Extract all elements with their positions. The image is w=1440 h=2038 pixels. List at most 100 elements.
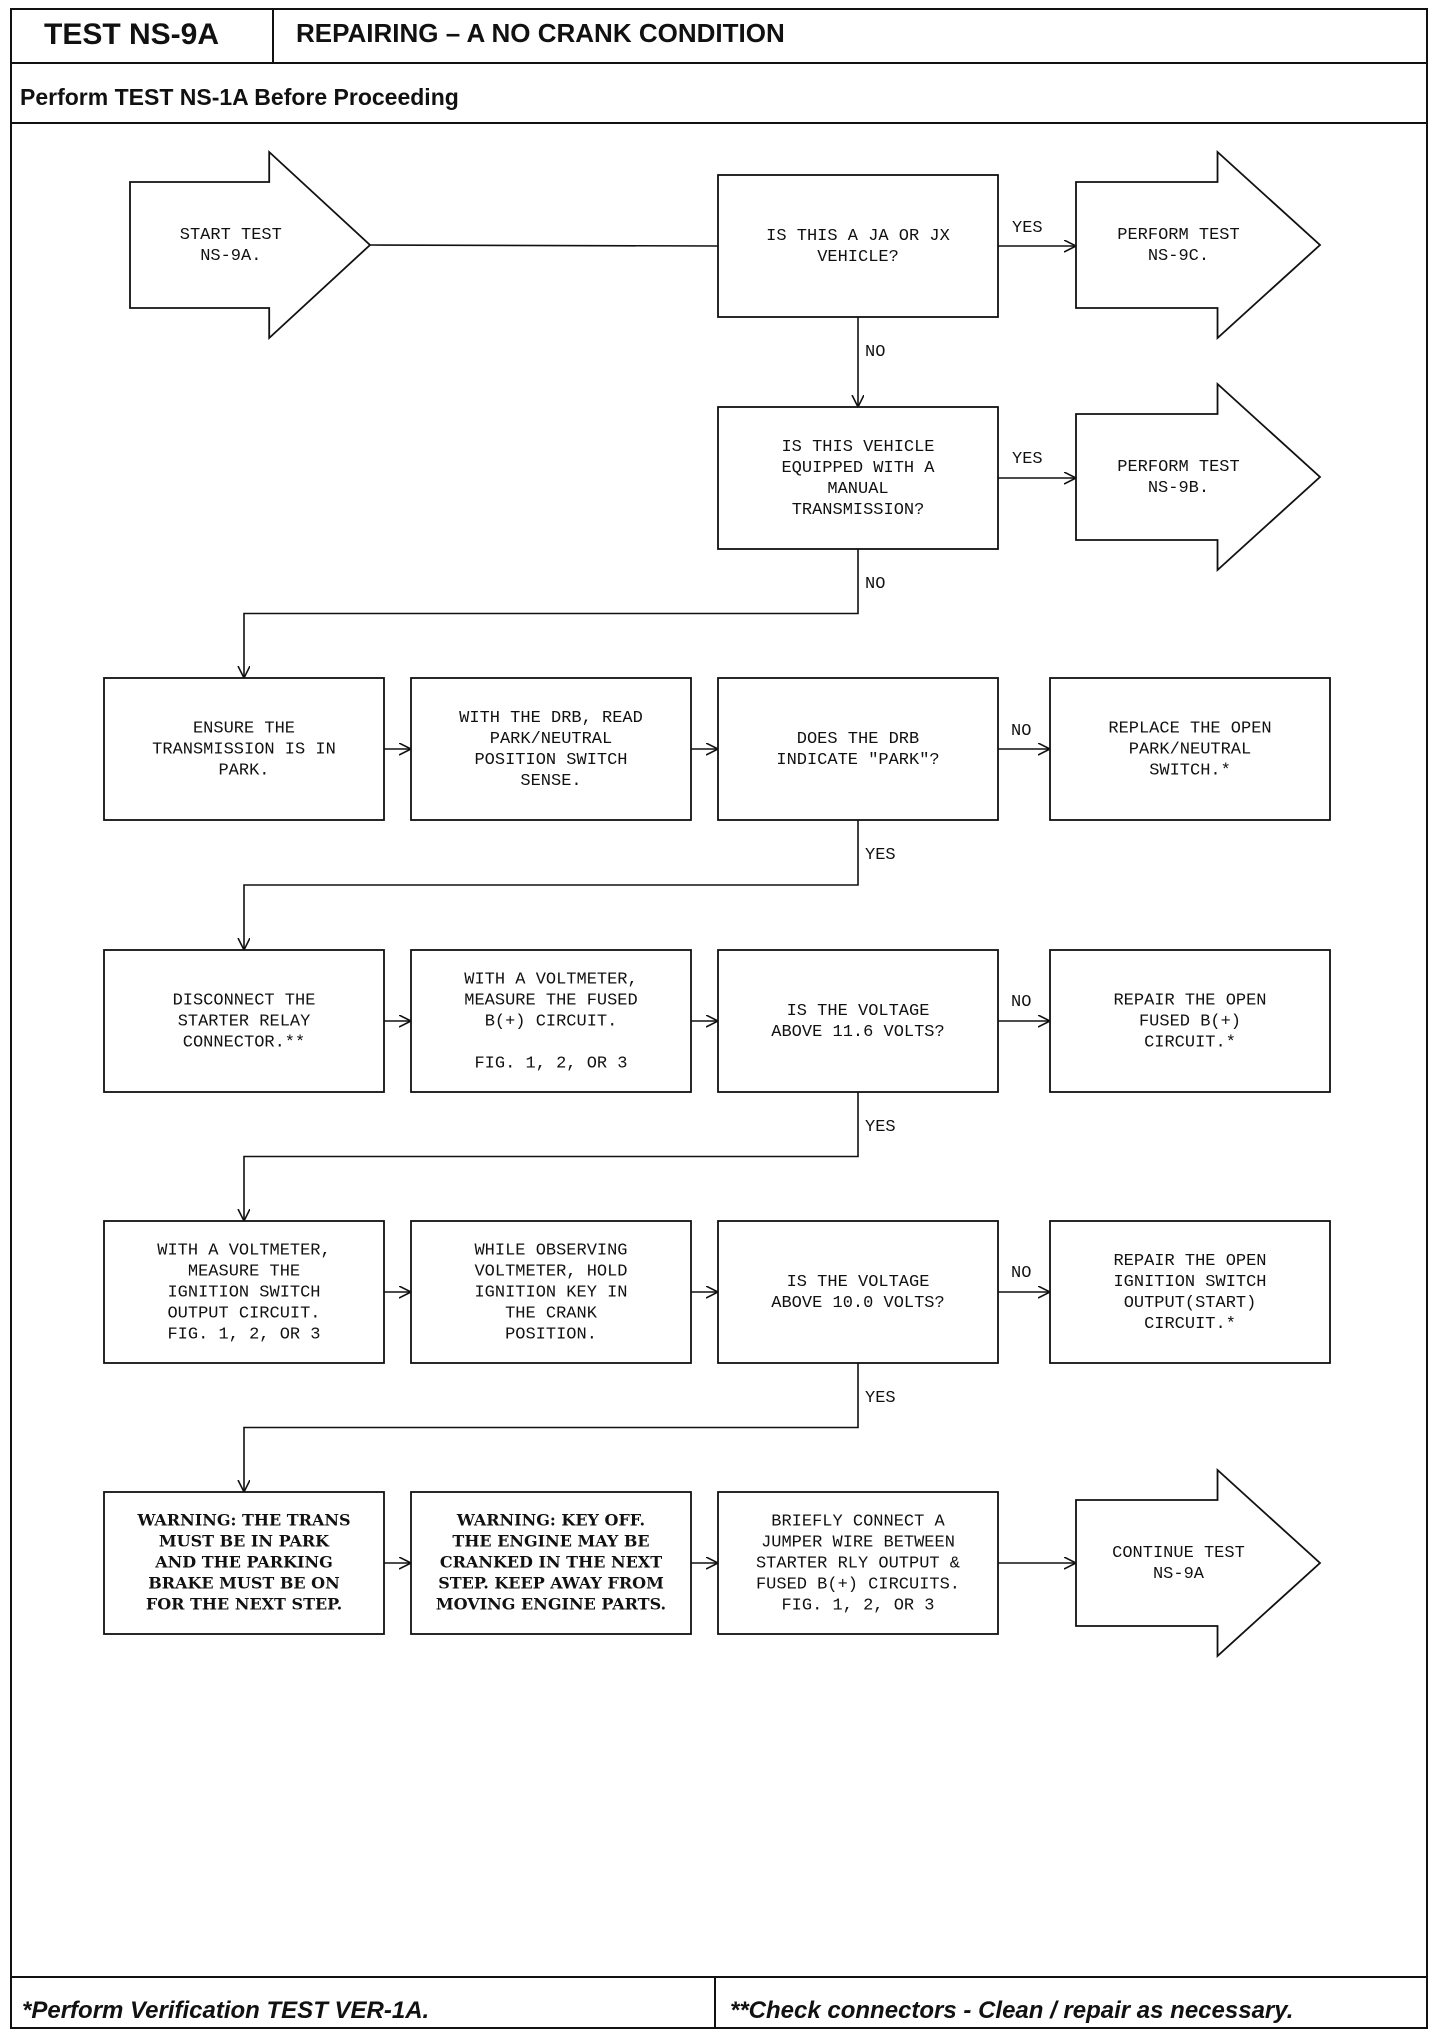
flow-node-text: ENSURE THE: [193, 720, 295, 739]
flow-node-text: STARTER RLY OUTPUT &: [756, 1555, 960, 1574]
process-box: [410, 677, 692, 821]
flow-node-text: IS THIS A JA OR JX: [766, 227, 950, 246]
flow-node-text: CONNECTOR.**: [183, 1034, 305, 1053]
connector-r5-yes: [244, 1363, 859, 1492]
flow-node-text: PERFORM TEST: [1117, 458, 1239, 477]
flow-node-text: SWITCH.*: [1149, 762, 1231, 781]
flow-node-text: WITH A VOLTMETER,: [157, 1242, 330, 1261]
process-box: [410, 1491, 692, 1635]
header-divider: [10, 62, 1428, 64]
arrow-shape: [1075, 381, 1322, 573]
branch-label-r5_no: NO: [1011, 1264, 1031, 1283]
connector-r4-yes: [244, 1092, 859, 1221]
flow-node-text: VEHICLE?: [817, 248, 899, 267]
prerequisite-note: Perform TEST NS-1A Before Proceeding: [20, 84, 459, 110]
flow-node-text: WITH A VOLTMETER,: [464, 971, 637, 990]
process-box: [1049, 1220, 1331, 1364]
flow-node-text: THE ENGINE MAY BE: [452, 1532, 649, 1551]
connector-r3-yes: [244, 820, 859, 950]
flow-node-text: ABOVE 11.6 VOLTS?: [771, 1023, 944, 1042]
flow-node-text: MEASURE THE FUSED: [464, 992, 637, 1011]
prerequisite-divider: [10, 122, 1428, 124]
branch-label-r3_no: NO: [1011, 722, 1031, 741]
flow-node-text: STARTER RELAY: [178, 1013, 311, 1032]
flow-node-text: CIRCUIT.*: [1144, 1034, 1236, 1053]
flow-node-text: INDICATE "PARK"?: [776, 751, 939, 770]
flow-node-text: FIG. 1, 2, OR 3: [474, 1055, 627, 1074]
flow-node-r5a: WITH A VOLTMETER, MEASURE THE IGNITION SWI…: [103, 1220, 385, 1364]
flow-node-text: POSITION.: [505, 1326, 597, 1345]
process-box: [410, 1220, 692, 1364]
flow-node-text: IGNITION SWITCH: [1113, 1273, 1266, 1292]
process-box: [717, 677, 999, 821]
flow-node-text: MEASURE THE: [188, 1263, 300, 1282]
flow-node-text: IGNITION KEY IN: [474, 1284, 627, 1303]
flow-node-text: FUSED B(+): [1139, 1013, 1241, 1032]
process-box: [717, 1491, 999, 1635]
flow-node-r6c: BRIEFLY CONNECT A JUMPER WIRE BETWEEN STAR…: [717, 1491, 999, 1635]
flow-node-text: CIRCUIT.*: [1144, 1315, 1236, 1334]
flow-node-q1: IS THIS A JA OR JX VEHICLE?: [717, 174, 999, 318]
flow-node-text: BRIEFLY CONNECT A: [771, 1513, 945, 1532]
process-box: [717, 174, 999, 318]
flow-node-text: B(+) CIRCUIT.: [485, 1013, 618, 1032]
arrow-shape: [1075, 149, 1322, 341]
flow-node-text: WARNING: KEY OFF.: [456, 1511, 645, 1530]
flow-node-text: EQUIPPED WITH A: [781, 459, 935, 478]
page-frame: [10, 8, 1428, 2029]
flow-node-text: DOES THE DRB: [797, 730, 919, 749]
process-box: [103, 1491, 385, 1635]
flow-node-text: REPLACE THE OPEN: [1108, 720, 1271, 739]
flow-node-text: FOR THE NEXT STEP.: [146, 1595, 342, 1614]
header-vertical-divider: [272, 8, 274, 64]
flow-node-text: NS-9C.: [1148, 247, 1209, 266]
branch-label-r3_yes: YES: [865, 846, 896, 865]
arrow-shape: [1075, 1467, 1322, 1659]
flow-node-text: WITH THE DRB, READ: [459, 709, 643, 728]
flow-node-text: START TEST: [180, 226, 282, 245]
flow-node-text: VOLTMETER, HOLD: [474, 1263, 627, 1282]
flow-node-text: MUST BE IN PARK: [159, 1532, 330, 1551]
branch-label-r5_yes: YES: [865, 1389, 896, 1408]
flow-node-text: WARNING: THE TRANS: [136, 1511, 350, 1530]
flow-node-text: WHILE OBSERVING: [474, 1242, 627, 1261]
process-box: [103, 677, 385, 821]
flow-node-text: FUSED B(+) CIRCUITS.: [756, 1576, 960, 1595]
flow-node-text: MANUAL: [827, 480, 888, 499]
flow-node-text: PERFORM TEST: [1117, 226, 1239, 245]
footer-vertical-divider: [714, 1976, 716, 2029]
test-id: TEST NS-9A: [44, 18, 220, 51]
flow-node-r5c: IS THE VOLTAGE ABOVE 10.0 VOLTS?: [717, 1220, 999, 1364]
flow-node-text: ABOVE 10.0 VOLTS?: [771, 1294, 944, 1313]
process-box: [1049, 677, 1331, 821]
flow-node-text: CRANKED IN THE NEXT: [440, 1553, 662, 1572]
flow-node-text: MOVING ENGINE PARTS.: [436, 1595, 666, 1614]
flow-node-text: JUMPER WIRE BETWEEN: [761, 1534, 955, 1553]
flow-node-text: AND THE PARKING: [154, 1553, 333, 1572]
flow-node-text: OUTPUT(START): [1124, 1294, 1257, 1313]
flow-node-text: IGNITION SWITCH: [167, 1284, 320, 1303]
flow-node-p9c: PERFORM TEST NS-9C.: [1075, 149, 1322, 341]
branch-label-q2_yes: YES: [1012, 450, 1043, 469]
connector-start-q1: [369, 244, 719, 247]
branch-label-r4_no: NO: [1011, 993, 1031, 1012]
flow-node-text: IS THE VOLTAGE: [787, 1273, 930, 1292]
flow-node-text: NS-9A: [1153, 1565, 1205, 1584]
process-box: [717, 1220, 999, 1364]
flow-node-text: POSITION SWITCH: [474, 751, 627, 770]
flow-node-r6b: WARNING: KEY OFF. THE ENGINE MAY BE CRANKE…: [410, 1491, 692, 1635]
process-box: [1049, 949, 1331, 1093]
flow-node-text: STEP. KEEP AWAY FROM: [438, 1574, 664, 1593]
arrow-shape: [129, 149, 372, 341]
